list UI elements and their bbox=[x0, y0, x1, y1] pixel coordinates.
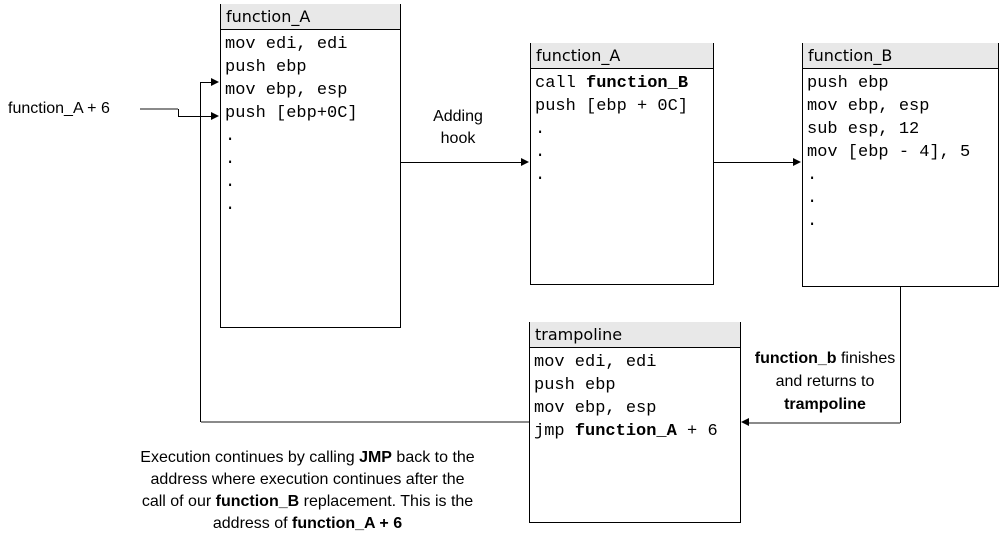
function-b-return-horizontal-line bbox=[749, 422, 900, 424]
function-a-plus-6-connector-line bbox=[140, 108, 178, 110]
call-function-b-arrowhead-icon bbox=[793, 158, 801, 166]
adding-hook-arrowhead-icon bbox=[521, 158, 529, 166]
call-function-b-arrow-line bbox=[714, 162, 793, 163]
trampoline-return-top-line bbox=[200, 82, 212, 83]
adding-hook-arrow-line bbox=[401, 162, 522, 163]
function-a-plus-6-label: function_A + 6 bbox=[8, 100, 110, 117]
function-b-return-arrowhead-icon bbox=[741, 418, 749, 426]
box-title-trampoline: trampoline bbox=[530, 322, 740, 348]
trampoline-return-vertical-line bbox=[200, 82, 201, 422]
trampoline-return-arrowhead-icon bbox=[211, 78, 219, 86]
function-a-plus-6-connector-jog bbox=[178, 109, 179, 117]
trampoline-return-bottom-line bbox=[201, 421, 529, 423]
function-b-return-vertical-line bbox=[900, 287, 901, 423]
execution-continues-note: Execution continues by calling JMP back … bbox=[140, 449, 475, 532]
function-a-plus-6-arrowhead-icon bbox=[211, 112, 219, 120]
box-title-function-a-hooked: function_A bbox=[531, 43, 713, 69]
box-title-function-b: function_B bbox=[803, 43, 998, 69]
box-title-function-a-original: function_A bbox=[221, 4, 400, 30]
function-a-plus-6-connector-arrow-line bbox=[178, 116, 214, 117]
